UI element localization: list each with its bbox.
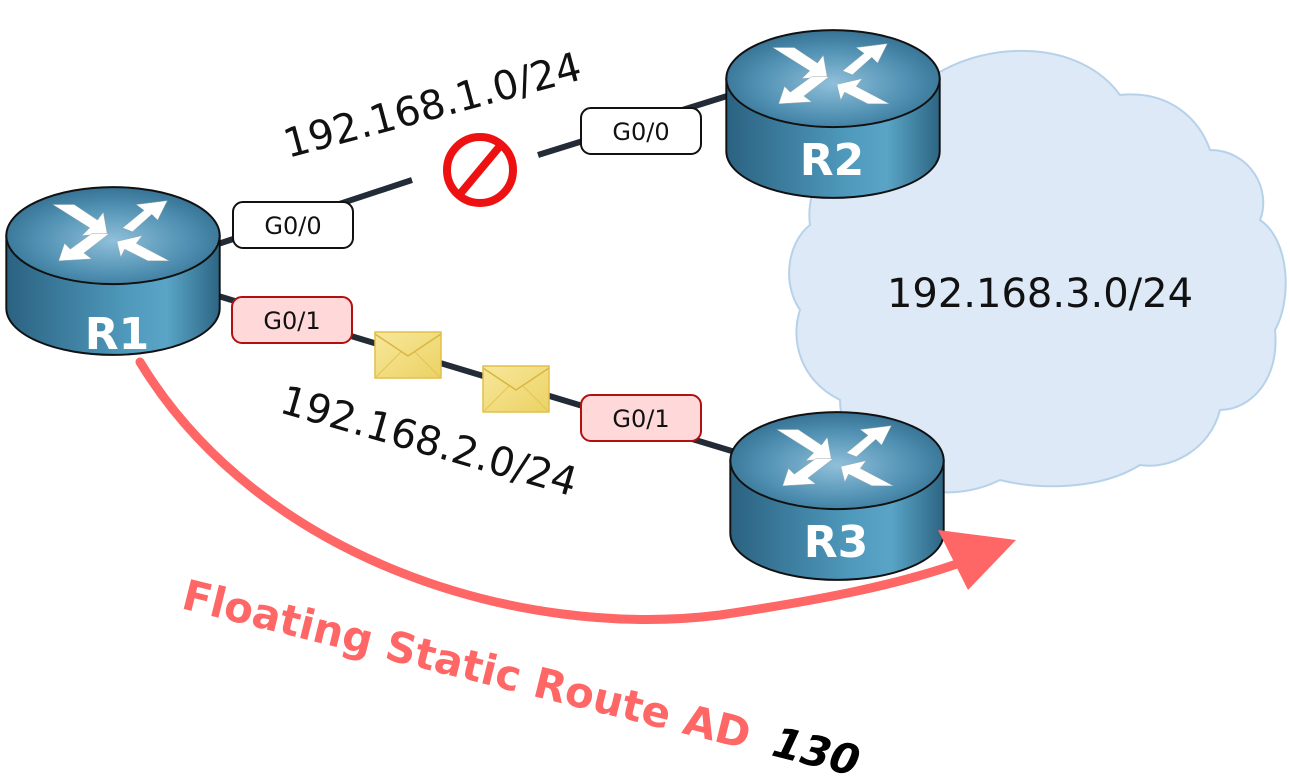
arrowhead-icon: [938, 530, 1016, 590]
interface-r1-g0-0[interactable]: G0/0: [232, 201, 354, 249]
router-r3-label: R3: [804, 517, 869, 568]
router-r1-label: R1: [85, 309, 150, 360]
router-r2-label: R2: [800, 135, 865, 186]
floating-route-caption: Floating Static Route AD 130: [178, 570, 865, 780]
interface-label: G0/1: [612, 405, 669, 433]
interface-r3-g0-1[interactable]: G0/1: [580, 394, 702, 442]
packet-envelope-icon: [482, 365, 550, 413]
network-label-192-168-1-0: 192.168.1.0/24: [279, 44, 587, 168]
interface-r1-g0-1[interactable]: G0/1: [231, 296, 353, 344]
interface-label: G0/0: [612, 118, 669, 146]
interface-label: G0/1: [263, 307, 320, 335]
packet-envelope-icon: [374, 331, 442, 379]
network-label-192-168-3-0: 192.168.3.0/24: [887, 271, 1193, 317]
floating-route-arrow: [135, 357, 973, 624]
interface-label: G0/0: [264, 212, 321, 240]
ad-value: 130: [768, 717, 865, 780]
interface-r2-g0-0[interactable]: G0/0: [580, 107, 702, 155]
blocked-icon: [443, 133, 517, 207]
